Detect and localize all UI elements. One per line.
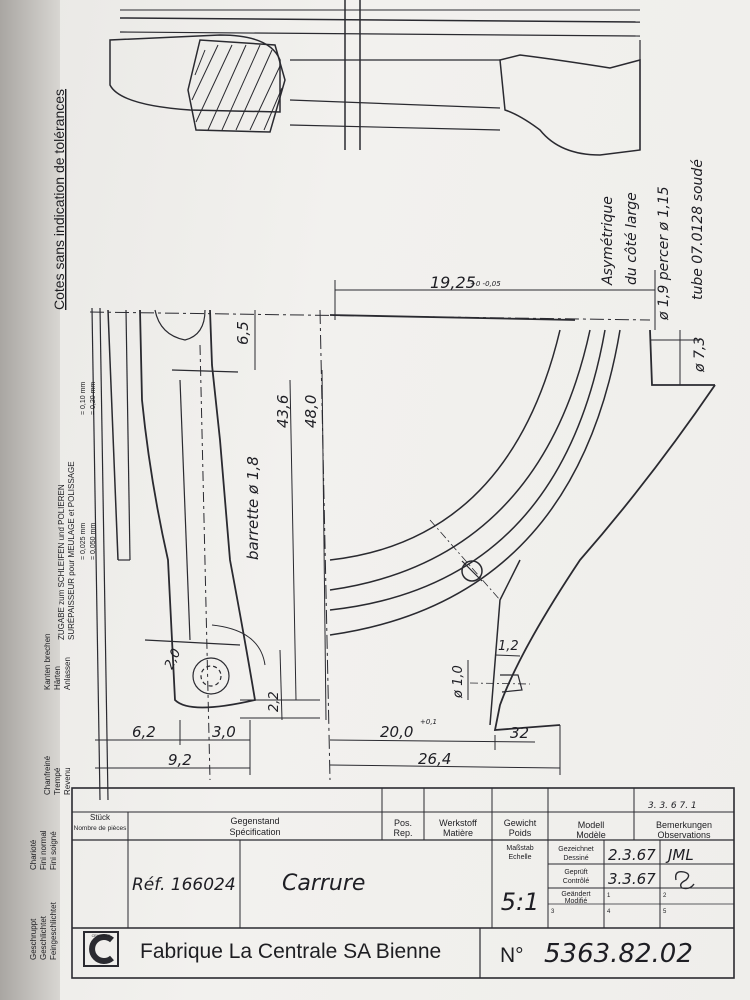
- logo-text: CENTRALE: [92, 934, 111, 938]
- finish-2-de: Geschlichtet: [39, 915, 48, 960]
- revision-4: 4: [607, 909, 611, 915]
- col-gewicht-de: Gewicht: [504, 818, 537, 828]
- underlying-page-edge: [0, 0, 60, 1000]
- col-modell-de: Modell: [578, 820, 605, 830]
- surcharge-3: = 0,10 mm: [80, 382, 87, 415]
- modified-label-de: Geändert: [561, 891, 590, 898]
- dim-phi-1-0: ø 1,0: [451, 665, 466, 699]
- surcharge-2: = 0,050 mm: [90, 523, 97, 560]
- revision-3: 3: [551, 909, 555, 915]
- col-pos-fr: Rep.: [393, 828, 412, 838]
- surcharge-4: = 0,20 mm: [90, 382, 97, 415]
- checked-label-fr: Contrôlé: [563, 878, 590, 885]
- dim-9-2: 9,2: [168, 751, 192, 769]
- trempe: Trempé: [53, 767, 62, 795]
- company-name: Fabrique La Centrale SA Bienne: [140, 940, 441, 963]
- note-asymmetric: Asymétrique: [600, 196, 616, 286]
- checked-signature: [674, 870, 695, 890]
- dimension-lines: [95, 270, 700, 775]
- surcharge-1: = 0,025 mm: [80, 523, 87, 560]
- surcharge-title-fr: SURÉPAISSEUR pour MEULAGE et POLISSAGE: [67, 461, 76, 640]
- dim-20-0: 20,0: [380, 723, 413, 741]
- dim-2-0: 2,0: [162, 647, 184, 672]
- dim-19-25: 19,25: [430, 273, 476, 292]
- col-stueck-fr: Nombre de pièces: [74, 825, 127, 832]
- finish-1-fr: Charioté: [29, 839, 38, 870]
- dim-43-6: 43,6: [274, 395, 292, 428]
- dim-phi-1-9: ø 1,9 percer ø 1,15: [656, 186, 672, 321]
- top-view: [109, 0, 641, 156]
- title-block: Stück Nombre de pièces Gegenstand Spécif…: [71, 787, 735, 979]
- col-stueck-de: Stück: [90, 813, 111, 822]
- anlassen: Anlassen: [63, 657, 72, 690]
- drawn-label-de: Gezeichnet: [558, 846, 593, 853]
- col-gegenstand-fr: Spécification: [229, 827, 280, 837]
- dim-26-4: 26,4: [418, 750, 451, 768]
- dim-19-25-tolerance: +0 -0,05: [470, 280, 501, 288]
- col-bemerkungen-fr: Observations: [657, 830, 711, 840]
- dim-20-0-tolerance: +0,1: [420, 718, 437, 726]
- drawn-date: 2.3.67: [608, 846, 656, 864]
- finish-3-de: Feingeschlichtet: [49, 901, 58, 960]
- note-wide-side: du côté large: [624, 192, 640, 285]
- col-gegenstand-de: Gegenstand: [230, 816, 279, 826]
- dim-6-2: 6,2: [132, 723, 156, 741]
- drawn-by: JML: [665, 846, 694, 864]
- corner-note: 3. 3. 6 7. 1: [648, 801, 697, 811]
- col-werkstoff-de: Werkstoff: [439, 818, 477, 828]
- number-prefix: N°: [500, 944, 524, 967]
- dim-32: 32: [510, 724, 529, 742]
- chanfreine: Chanfreiné: [43, 755, 52, 795]
- drawn-label-fr: Dessiné: [563, 855, 588, 862]
- finish-1-de: Geschruppt: [29, 918, 38, 960]
- dim-1-2: 1,2: [498, 639, 519, 654]
- col-werkstoff-fr: Matière: [443, 828, 473, 838]
- col-pos-de: Pos.: [394, 818, 412, 828]
- haerten: Härten: [53, 666, 62, 690]
- drawing-number: 5363.82.02: [544, 939, 693, 969]
- dim-phi-7-3: ø 7,3: [692, 337, 708, 373]
- dim-barrette: barrette ø 1,8: [244, 456, 262, 560]
- margin-notes: Cotes sans indication de tolérances ZUGA…: [29, 89, 97, 960]
- tolerance-note: Cotes sans indication de tolérances: [51, 89, 67, 310]
- surcharge-title-de: ZUGABE zum SCHLEIFEN und POLIEREN: [57, 484, 66, 640]
- reference: Réf. 166024: [132, 875, 236, 895]
- dim-3-0: 3,0: [212, 723, 236, 741]
- revenu: Revenu: [63, 767, 72, 795]
- scale-value: 5:1: [501, 888, 540, 916]
- specification: Carrure: [282, 871, 365, 896]
- revision-2: 2: [663, 893, 667, 899]
- col-gewicht-fr: Poids: [509, 828, 532, 838]
- note-tube: tube 07.0128 soudé: [690, 159, 706, 300]
- dim-48-0: 48,0: [302, 395, 320, 428]
- dimension-labels: 19,25 +0 -0,05 6,5 43,6 48,0 barrette ø …: [132, 159, 708, 769]
- finish-2-fr: Fini normal: [39, 830, 48, 870]
- col-modell-fr: Modèle: [576, 830, 606, 840]
- company-logo: CENTRALE: [83, 931, 119, 967]
- dim-6-5: 6,5: [234, 321, 252, 345]
- revision-5: 5: [663, 909, 667, 915]
- kanten-brechen: Kanten brechen: [43, 634, 52, 691]
- col-bemerkungen-de: Bemerkungen: [656, 820, 712, 830]
- modified-label-fr: Modifié: [565, 898, 588, 905]
- checked-date: 3.3.67: [608, 870, 656, 888]
- checked-label-de: Geprüft: [564, 869, 587, 876]
- scale-label-fr: Echelle: [509, 854, 532, 861]
- dim-2-2: 2,2: [267, 691, 282, 712]
- finish-3-fr: Fini soigné: [49, 831, 58, 870]
- revision-1: 1: [607, 893, 611, 899]
- scale-label-de: Maßstab: [506, 845, 533, 852]
- profile-view: [89, 307, 716, 801]
